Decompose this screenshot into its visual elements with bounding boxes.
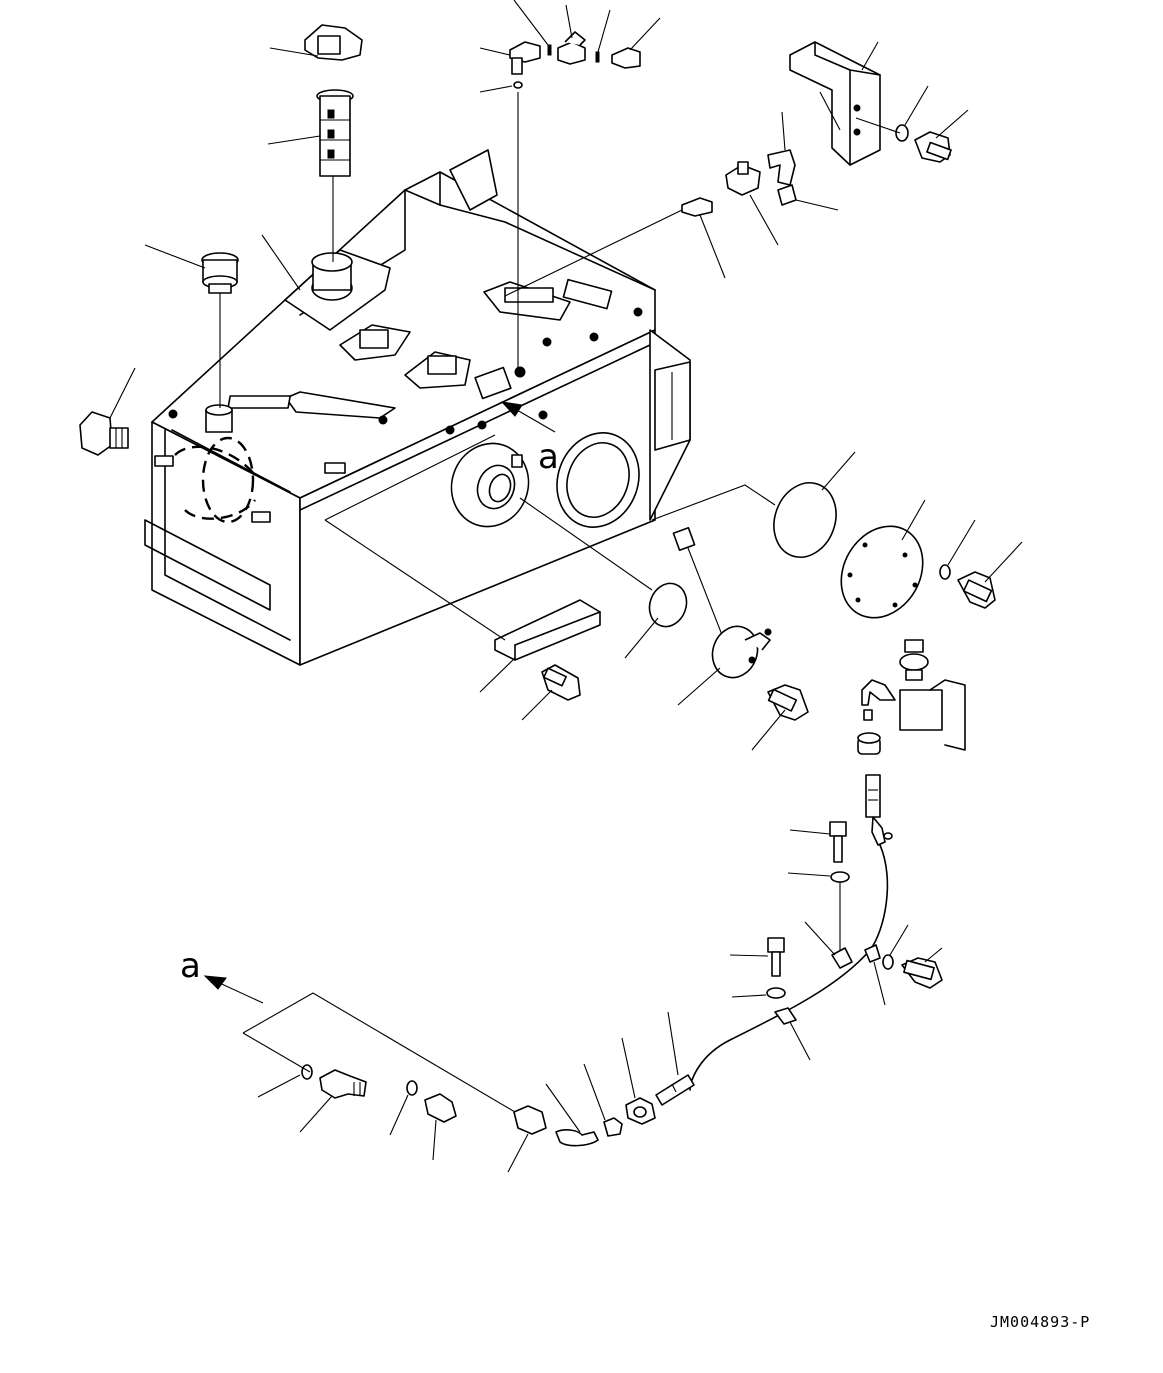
view-a-callout: a a <box>180 402 559 1112</box>
angle-bracket <box>325 435 600 720</box>
top-studs <box>155 308 642 522</box>
sensor-cable <box>690 775 892 1090</box>
view-label-bottom: a <box>180 946 201 986</box>
elbow-fitting <box>505 112 838 296</box>
tank-ports <box>440 421 652 539</box>
bracket-top-right <box>790 42 968 165</box>
tank-top-covers <box>206 250 612 432</box>
cable-clamps <box>730 822 942 1060</box>
strainer <box>262 90 353 290</box>
top-fittings <box>480 0 660 368</box>
bottom-fittings <box>508 1012 694 1172</box>
view-label-top: a <box>538 437 559 477</box>
sight-gauge-dashed <box>175 438 255 522</box>
oval-gasket <box>520 498 692 658</box>
drawing-code: JM004893-P <box>990 1313 1090 1331</box>
pressure-switch-assembly <box>858 640 965 754</box>
filler-cap <box>145 245 238 408</box>
breather-cap <box>270 25 362 60</box>
gaskets-and-cover <box>652 452 1022 633</box>
bottom-left-fittings <box>258 1065 456 1160</box>
sensor-plate <box>673 528 808 750</box>
drain-plug <box>80 368 135 455</box>
